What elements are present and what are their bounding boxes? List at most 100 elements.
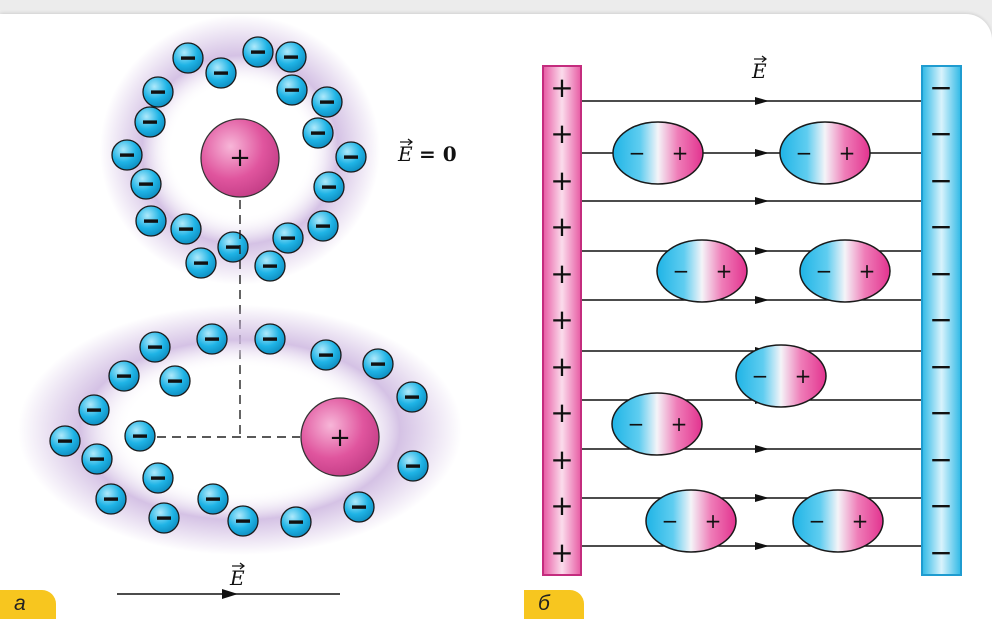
dipole-molecule: −+ bbox=[779, 121, 871, 185]
field-line bbox=[581, 97, 922, 105]
electron bbox=[280, 506, 312, 538]
plate-plus-sign: + bbox=[550, 164, 573, 197]
plate-plus-sign: + bbox=[550, 257, 573, 290]
dipole-minus-sign: − bbox=[673, 259, 690, 283]
negative-plate-signs: −−−−−−−−−−− bbox=[929, 71, 952, 569]
dipole-plus-sign: + bbox=[716, 259, 733, 283]
field-vector-label: E bbox=[229, 566, 245, 590]
electron bbox=[170, 213, 202, 245]
electron-group-bottom bbox=[49, 323, 429, 538]
zero-field-label: E = 0 bbox=[397, 138, 457, 166]
dipole-molecule: −+ bbox=[645, 489, 737, 553]
electron bbox=[254, 250, 286, 282]
panel-label-a: a bbox=[0, 590, 56, 619]
electron bbox=[276, 74, 308, 106]
plate-minus-sign: − bbox=[929, 443, 952, 476]
positive-plate bbox=[542, 65, 582, 576]
panel-letter-b: б bbox=[538, 592, 550, 615]
electron bbox=[185, 247, 217, 279]
dipole-plus-sign: + bbox=[671, 412, 688, 436]
electron bbox=[254, 323, 286, 355]
electron bbox=[130, 168, 162, 200]
electron bbox=[78, 394, 110, 426]
electron bbox=[227, 505, 259, 537]
electron bbox=[313, 171, 345, 203]
electron bbox=[275, 41, 307, 73]
electron bbox=[217, 231, 249, 263]
electron bbox=[159, 365, 191, 397]
plate-minus-sign: − bbox=[929, 489, 952, 522]
plate-plus-sign: + bbox=[550, 536, 573, 569]
plate-minus-sign: − bbox=[929, 117, 952, 150]
electron bbox=[397, 450, 429, 482]
nucleus-top: + bbox=[200, 118, 280, 198]
dipole-plus-sign: + bbox=[839, 141, 856, 165]
plate-minus-sign: − bbox=[929, 257, 952, 290]
dipole-molecule: −+ bbox=[792, 489, 884, 553]
plate-minus-sign: − bbox=[929, 303, 952, 336]
dipole-molecule: −+ bbox=[656, 239, 748, 303]
field-line bbox=[581, 296, 922, 304]
electron bbox=[307, 210, 339, 242]
dipole-minus-sign: − bbox=[662, 509, 679, 533]
electron bbox=[343, 491, 375, 523]
dipole-molecule: −+ bbox=[799, 239, 891, 303]
electron bbox=[172, 42, 204, 74]
electron bbox=[49, 425, 81, 457]
nucleus-bottom: + bbox=[300, 397, 380, 477]
electron bbox=[197, 483, 229, 515]
dipole-molecule: −+ bbox=[612, 121, 704, 185]
field-vector-label: E bbox=[751, 59, 767, 83]
dipole-minus-sign: − bbox=[628, 412, 645, 436]
negative-plate bbox=[921, 65, 962, 576]
electron bbox=[111, 139, 143, 171]
field-label-b: E bbox=[751, 55, 767, 83]
plate-plus-sign: + bbox=[550, 303, 573, 336]
field-vector-label: E bbox=[397, 142, 413, 166]
plate-plus-sign: + bbox=[550, 443, 573, 476]
plate-minus-sign: − bbox=[929, 164, 952, 197]
plate-plus-sign: + bbox=[550, 350, 573, 383]
nucleus-plus-sign: + bbox=[329, 423, 351, 453]
electron bbox=[148, 502, 180, 534]
dipole-molecule: −+ bbox=[735, 344, 827, 408]
dipole-molecule: −+ bbox=[611, 392, 703, 456]
electron bbox=[362, 348, 394, 380]
plate-plus-sign: + bbox=[550, 210, 573, 243]
unpolarized-atom: + bbox=[100, 15, 380, 285]
dipole-plus-sign: + bbox=[705, 509, 722, 533]
dipole-minus-sign: − bbox=[796, 141, 813, 165]
electron-group-top bbox=[111, 36, 367, 282]
field-line bbox=[581, 197, 922, 205]
dipole-plus-sign: + bbox=[859, 259, 876, 283]
electron bbox=[302, 117, 334, 149]
electron bbox=[196, 323, 228, 355]
electron bbox=[81, 443, 113, 475]
plate-plus-sign: + bbox=[550, 489, 573, 522]
plate-minus-sign: − bbox=[929, 71, 952, 104]
electron bbox=[205, 57, 237, 89]
dipole-plus-sign: + bbox=[852, 509, 869, 533]
panel-letter-a: a bbox=[14, 592, 26, 615]
dipole-minus-sign: − bbox=[752, 364, 769, 388]
dipole-minus-sign: − bbox=[629, 141, 646, 165]
electron bbox=[242, 36, 274, 68]
positive-plate-signs: + + + + + + + + + + + bbox=[550, 71, 573, 569]
panel-label-b: б bbox=[524, 590, 584, 619]
dipole-plus-sign: + bbox=[795, 364, 812, 388]
electron bbox=[139, 331, 171, 363]
plate-plus-sign: + bbox=[550, 117, 573, 150]
electron bbox=[124, 420, 156, 452]
electron bbox=[134, 106, 166, 138]
nucleus-plus-sign: + bbox=[229, 143, 251, 173]
electron bbox=[95, 483, 127, 515]
plate-minus-sign: − bbox=[929, 536, 952, 569]
plate-minus-sign: − bbox=[929, 396, 952, 429]
dipoles: −+−+−+−+−+−+−+−+ bbox=[611, 121, 891, 553]
electron bbox=[396, 381, 428, 413]
electron bbox=[135, 205, 167, 237]
plate-plus-sign: + bbox=[550, 71, 573, 104]
plate-plus-sign: + bbox=[550, 396, 573, 429]
polarized-atom: + bbox=[18, 305, 462, 555]
plate-minus-sign: − bbox=[929, 350, 952, 383]
